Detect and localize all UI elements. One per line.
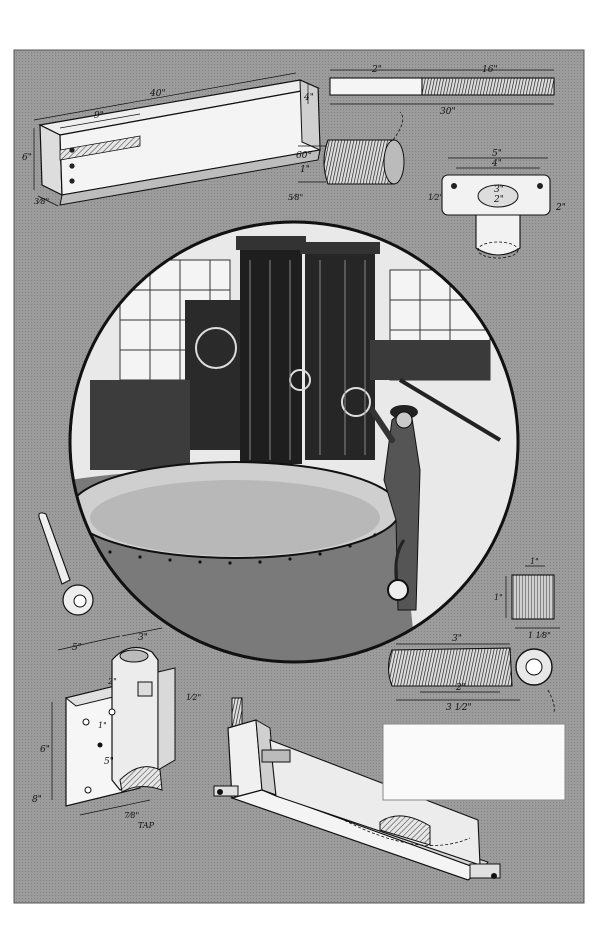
label-box <box>382 723 566 801</box>
dim-spring-thickness: 5⁄8" <box>288 193 303 202</box>
dim-cutter-1-1-8: 1 1⁄8" <box>528 631 551 640</box>
threaded-rod-drawing: 2" 16" 30" <box>329 65 555 117</box>
dim-eyebolt-3-1-2: 3 1⁄2" <box>446 703 472 713</box>
dim-angle-9: 9" <box>94 111 104 121</box>
dim-angle-4: 4" <box>303 93 314 103</box>
dim-cutter-1b: 1" <box>494 593 503 602</box>
dim-bracket-3: 3" <box>494 185 504 195</box>
dim-bracket-2b: 2" <box>555 203 566 213</box>
dim-tap-half: 1⁄2" <box>186 693 201 702</box>
dim-bracket-4: 4" <box>491 159 502 169</box>
dim-tap-5: 5" <box>72 643 82 653</box>
dim-rod-30: 30" <box>440 107 456 117</box>
dim-cutter-1: 1" <box>530 557 539 566</box>
dim-tap-6: 6" <box>40 745 50 755</box>
drill-press-vignette <box>68 220 520 664</box>
eyebolt-drawing: 3" 2" 3 1⁄2" <box>387 634 555 713</box>
dim-rod-2: 2" <box>371 65 382 75</box>
dim-eyebolt-3: 3" <box>452 634 462 644</box>
wrench-drawing <box>38 512 94 616</box>
dim-angle-thickness: 3⁄8" <box>34 197 49 206</box>
dim-rod-16: 16" <box>482 65 498 75</box>
dim-angle-6: 6" <box>22 153 32 163</box>
dim-bracket-side: 1⁄2" <box>428 193 443 202</box>
dim-tap-7-8: 7⁄8" <box>124 811 139 820</box>
label-tap: TAP <box>138 821 155 830</box>
dim-spring-60: 60° <box>296 151 312 161</box>
dim-bracket-5: 5" <box>492 149 502 159</box>
dim-tap-5b: 5" <box>104 757 114 767</box>
dim-angle-length: 40" <box>149 89 166 99</box>
dim-spring-1: 1" <box>300 165 310 175</box>
bracket-drawing: 5" 4" 3" 2" 2" 1⁄2" <box>428 149 566 259</box>
angle-bar-drawing: 40" 9" 4" 6" 3⁄8" <box>22 72 321 207</box>
dim-eyebolt-2: 2" <box>455 683 466 693</box>
cutter-drawing: 1" 1" 1 1⁄8" <box>494 557 560 640</box>
dim-tap-8: 8" <box>32 795 42 805</box>
dim-tap-1: 1" <box>98 721 107 730</box>
tap-holder-drawing: 5" 3" 2" 1" 1⁄2" 5" 6" 8" 7⁄8" TAP <box>32 627 201 830</box>
extension-arm-drawing <box>213 697 501 881</box>
dim-tap-3: 3" <box>138 633 148 643</box>
dim-bracket-2a: 2" <box>493 195 504 205</box>
wound-spring-drawing: 60° 1" 5⁄8" <box>288 111 405 202</box>
dim-tap-2: 2" <box>107 677 117 686</box>
